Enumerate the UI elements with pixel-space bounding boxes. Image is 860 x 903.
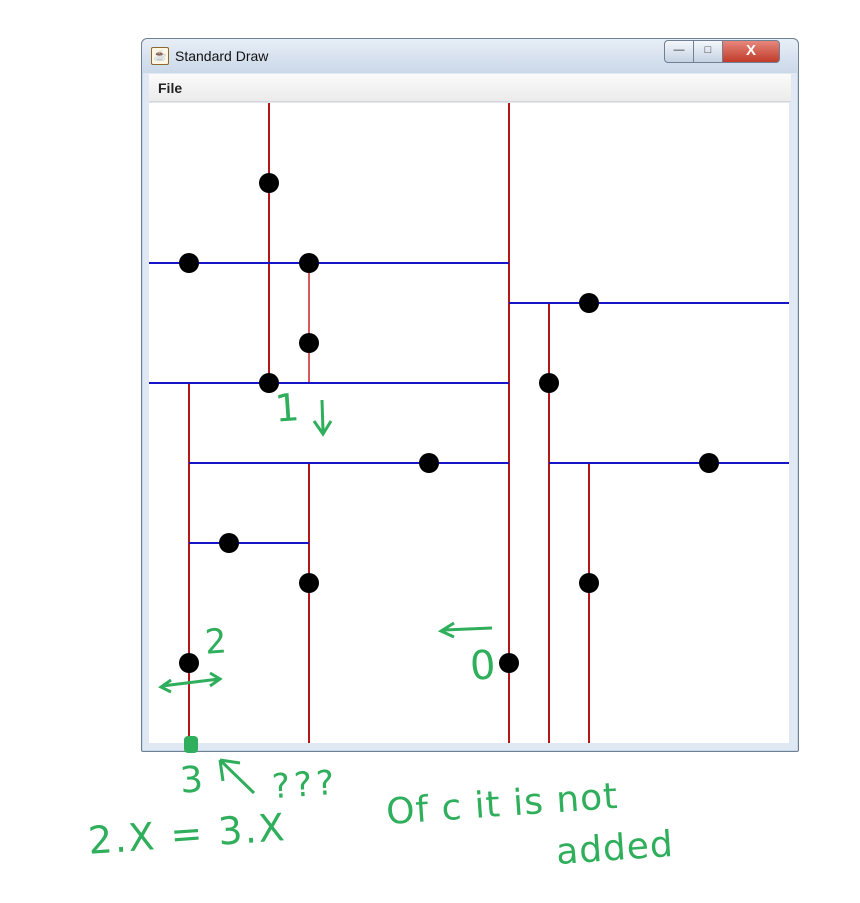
point: [219, 533, 239, 553]
annotation-comment-line2: added: [554, 823, 676, 874]
point: [579, 293, 599, 313]
minimize-icon: —: [673, 44, 685, 56]
menu-file[interactable]: File: [158, 80, 183, 96]
point: [259, 373, 279, 393]
point: [579, 573, 599, 593]
close-button[interactable]: X: [722, 40, 780, 63]
window-title: Standard Draw: [175, 48, 269, 64]
close-icon: X: [745, 42, 756, 59]
java-coffee-icon: ☕: [151, 47, 169, 65]
point: [179, 653, 199, 673]
annotation-three: 3: [178, 759, 205, 802]
point: [499, 653, 519, 673]
point: [699, 453, 719, 473]
point: [179, 253, 199, 273]
point: [299, 253, 319, 273]
maximize-button[interactable]: □: [693, 40, 723, 63]
point: [259, 173, 279, 193]
point: [299, 333, 319, 353]
annotation-equation: 2.X = 3.X: [86, 805, 288, 863]
up-left-arrow-icon: [218, 758, 256, 795]
point: [299, 573, 319, 593]
kd-tree-drawing: [149, 103, 789, 743]
title-bar[interactable]: ☕ Standard Draw — □ X: [142, 39, 798, 73]
annotation-comment-line1: Of c it is not: [384, 775, 620, 834]
point: [539, 373, 559, 393]
menu-bar: File: [149, 74, 791, 102]
minimize-button[interactable]: —: [664, 40, 694, 63]
maximize-icon: □: [704, 44, 712, 56]
point: [419, 453, 439, 473]
annotation-question: ???: [270, 762, 340, 808]
drawing-canvas[interactable]: [149, 103, 789, 743]
